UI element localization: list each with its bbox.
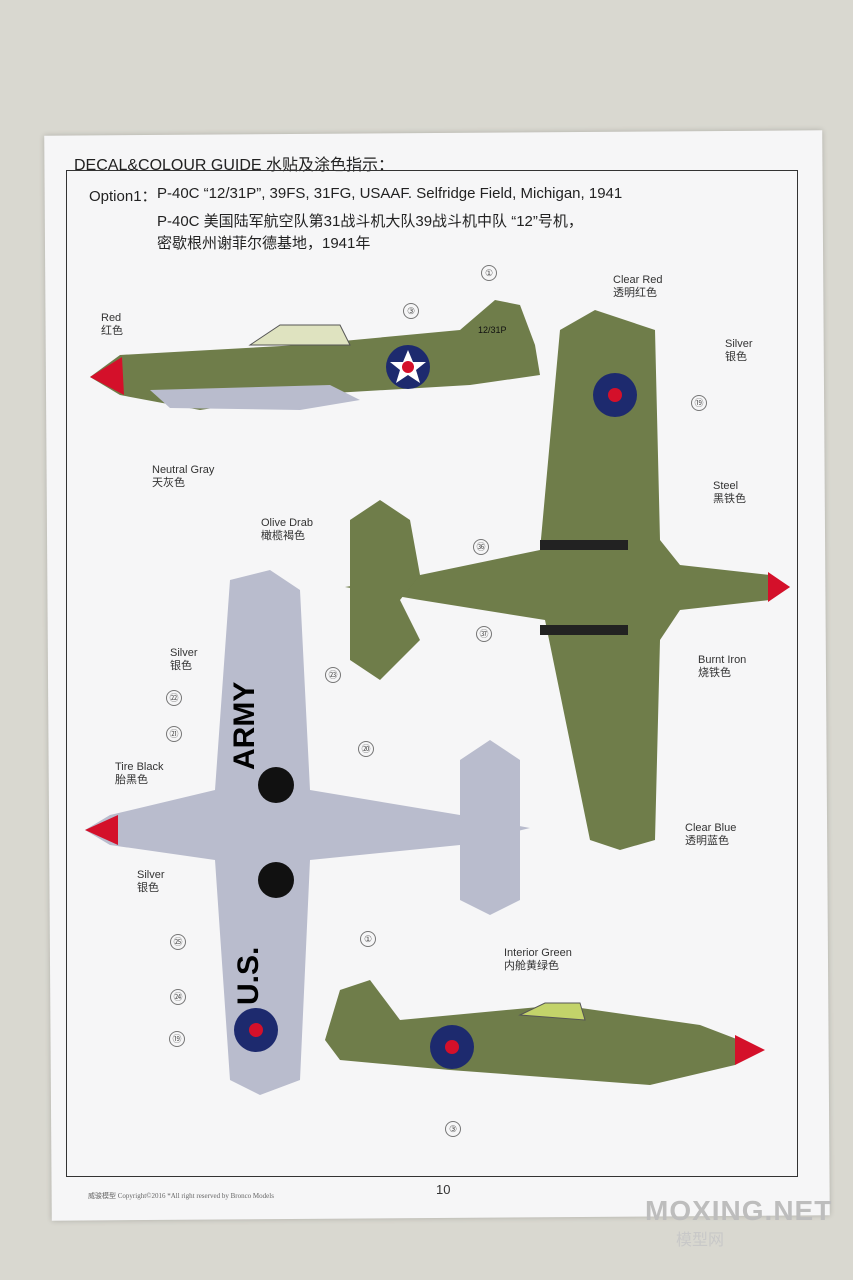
option-label: Option1： <box>89 188 157 205</box>
top-view-aircraft <box>345 310 790 850</box>
page-number: 10 <box>436 1182 451 1197</box>
callout-24: ㉔ <box>170 989 186 1005</box>
callout-20: ⑳ <box>358 741 374 757</box>
option-line-en: P-40C “12/31P”, 39FS, 31FG, USAAF. Selfr… <box>157 185 623 202</box>
watermark-zh: 模型网 <box>676 1232 725 1249</box>
callout-19b: ⑲ <box>169 1031 185 1047</box>
us-marking: U.S. <box>232 946 265 1005</box>
option-line-zh2: 密歇根州谢菲尔德基地，1941年 <box>157 235 371 252</box>
footer-copyright: 威骏模型 Copyright©2016 *All right reserved … <box>88 1192 274 1200</box>
callout-1: ① <box>481 265 497 281</box>
guide-frame <box>66 170 798 1177</box>
profile-left-aircraft <box>90 300 540 410</box>
callout-21: ㉑ <box>166 726 182 742</box>
option-line-zh: P-40C 美国陆军航空队第31战斗机大队39战斗机中队 “12”号机， <box>157 213 583 230</box>
watermark-site: MOXING.NET <box>645 1195 833 1226</box>
callout-3b: ③ <box>445 1121 461 1137</box>
callout-37: ㊲ <box>476 626 492 642</box>
callout-19: ⑲ <box>691 395 707 411</box>
callout-3: ③ <box>403 303 419 319</box>
callout-1b: ① <box>360 931 376 947</box>
callout-25: ㉕ <box>170 934 186 950</box>
callout-36: ㊱ <box>473 539 489 555</box>
callout-23: ㉓ <box>325 667 341 683</box>
profile-right-aircraft <box>325 980 765 1085</box>
callout-22: ㉒ <box>166 690 182 706</box>
bottom-view-aircraft <box>85 570 530 1095</box>
tail-code: 12/31P <box>478 325 507 335</box>
army-marking: ARMY <box>228 681 261 770</box>
page-title: DECAL&COLOUR GUIDE 水贴及涂色指示： <box>74 157 395 174</box>
